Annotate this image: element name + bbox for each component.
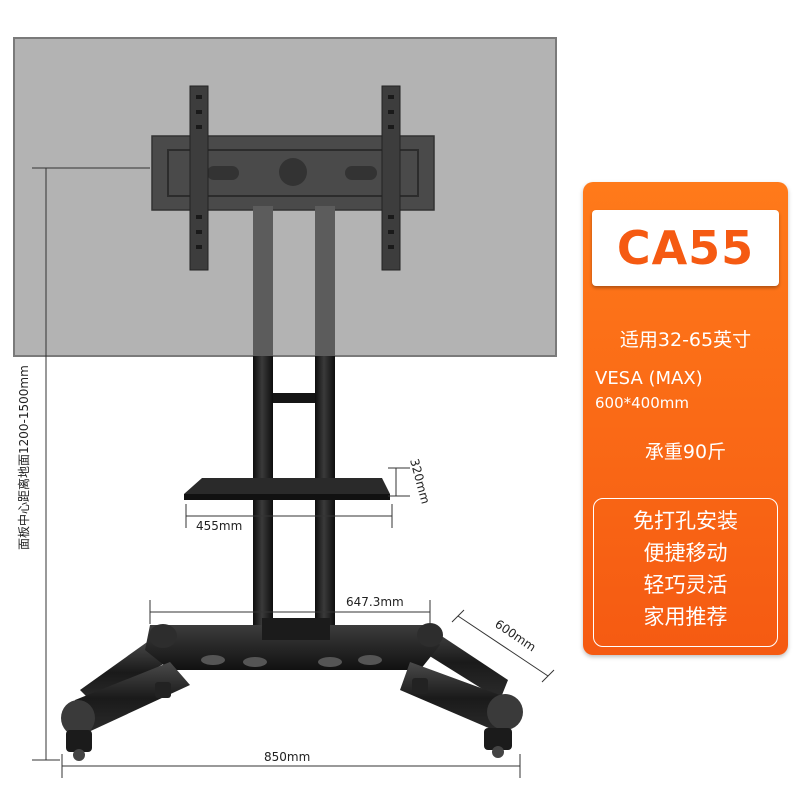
casters (66, 678, 512, 761)
feature-item: 家用推荐 (643, 605, 728, 629)
model-badge: CA55 (592, 210, 779, 286)
shelf-depth-label: 320mm (407, 457, 433, 505)
size-range: 适用32-65英寸 (619, 329, 752, 351)
mount-bracket (151, 85, 435, 271)
shelf-depth-dimension: 320mm (388, 457, 433, 505)
model-name: CA55 (616, 221, 755, 275)
upper-poles (253, 206, 335, 356)
features-box: 免打孔安装 便捷移动 轻巧灵活 家用推荐 (593, 498, 778, 647)
vesa-value: 600*400mm (595, 394, 689, 412)
shelf (184, 478, 390, 500)
base-inner-width-label: 647.3mm (346, 595, 404, 609)
base-width-dimension: 850mm (61, 750, 521, 778)
load-capacity: 承重90斤 (644, 441, 727, 463)
height-label: 面板中心距离地面1200-1500mm (16, 365, 31, 550)
base-width-label: 850mm (264, 750, 310, 764)
feature-item: 免打孔安装 (633, 509, 738, 533)
spec-panel: CA55 适用32-65英寸 VESA (MAX) 600*400mm 承重90… (583, 182, 788, 655)
shelf-width-dimension: 455mm (185, 504, 393, 533)
shelf-width-label: 455mm (196, 519, 242, 533)
feature-item: 轻巧灵活 (643, 573, 728, 597)
base-depth-label: 600mm (492, 617, 538, 654)
feature-item: 便捷移动 (643, 541, 728, 565)
base-inner-width-dimension: 647.3mm (149, 595, 431, 624)
height-dimension: 面板中心距离地面1200-1500mm (16, 167, 150, 761)
vesa-title: VESA (MAX) (595, 368, 703, 389)
stand-base (61, 618, 523, 736)
